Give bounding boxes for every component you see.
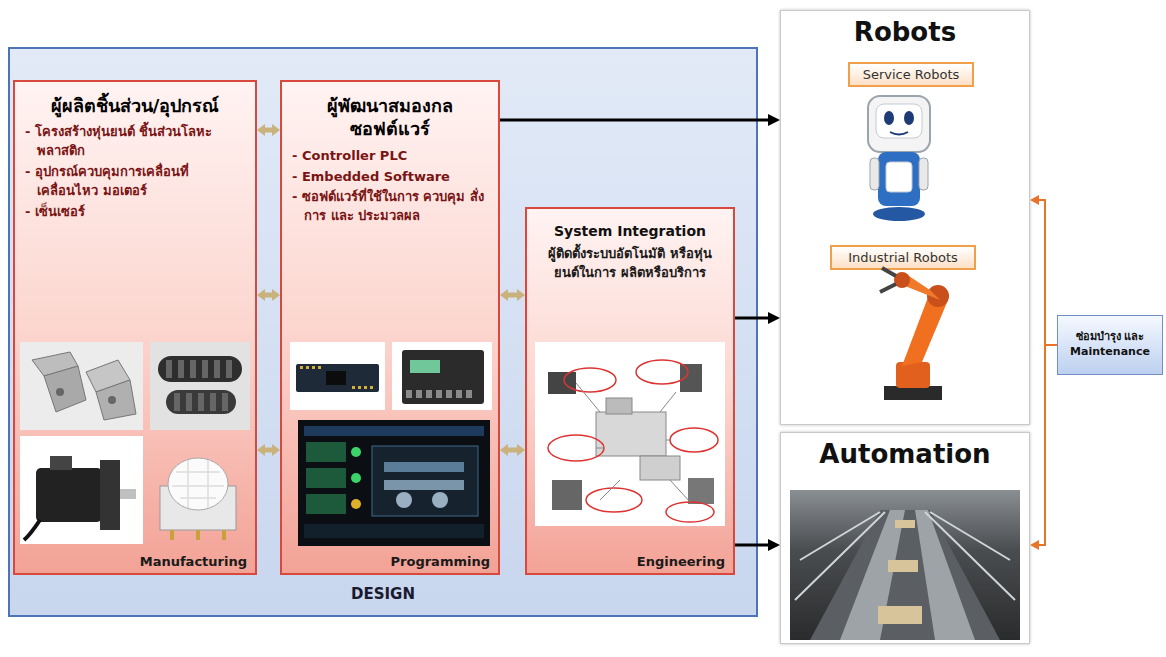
section-label: DESIGN	[10, 585, 756, 603]
stage-label: Engineering	[637, 554, 725, 569]
bullet-item: - ซอฟต์แวร์ที่ใช้ในการ ควบคุม สั่งการ แล…	[292, 188, 488, 226]
robots-box: RobotsService RobotsIndustrial Robots	[780, 10, 1030, 425]
maintenance-arrow	[1039, 200, 1057, 345]
stage-label: Programming	[391, 554, 490, 569]
bullet-item: - โครงสร้างหุ่นยนต์ ชิ้นส่วนโลหะ พลาสติก	[25, 123, 245, 161]
box-heading: ผู้พัฒนาสมองกล ซอฟต์แวร์	[292, 94, 488, 141]
service-robot-figure	[868, 96, 930, 221]
industrial-robot-arm-figure	[880, 268, 949, 400]
software-box: ผู้พัฒนาสมองกล ซอฟต์แวร์ - Controller PLC…	[280, 80, 500, 575]
bullet-item: - อุปกรณ์ควบคุมการเคลื่อนที่เคลื่อนไหว ม…	[25, 163, 245, 201]
track-parts-photo	[150, 342, 250, 430]
design-panel: DESIGN ผู้ผลิตชิ้นส่วน/อุปกรณ์ - โครงสร้าง…	[8, 47, 758, 617]
bullet-item: - เซ็นเซอร์	[25, 203, 245, 222]
link-arrow	[265, 448, 272, 453]
flow-arrow	[500, 119, 768, 122]
integration-box: System Integration ผู้ติดตั้งระบบอัตโนมัต…	[525, 207, 735, 575]
automation-box: Automation	[780, 432, 1030, 644]
box-title: Robots	[781, 11, 1029, 47]
servo-motor-photo	[20, 436, 143, 544]
box-heading: System Integration	[537, 223, 723, 239]
tag-label: Industrial Robots	[848, 250, 958, 265]
link-arrow	[265, 293, 272, 298]
component-box: ผู้ผลิตชิ้นส่วน/อุปกรณ์ - โครงสร้างหุ่นยน…	[13, 80, 257, 575]
stage-label: Manufacturing	[140, 554, 247, 569]
conveyor-line-photo	[790, 490, 1020, 640]
maintenance-box: ซ่อมบำรุง และ Maintenance	[1057, 315, 1163, 375]
microcontroller-board-photo	[290, 342, 385, 410]
link-arrow	[508, 293, 517, 298]
box-title: Automation	[781, 433, 1029, 469]
hmi-screen-photo	[298, 420, 490, 546]
automation-system-drawing	[535, 342, 725, 526]
link-arrow	[265, 128, 272, 133]
bullet-item: - Embedded Software	[292, 168, 488, 187]
gripper-parts-photo	[20, 342, 143, 430]
box-heading: ผู้ผลิตชิ้นส่วน/อุปกรณ์	[25, 94, 245, 117]
plc-module-photo	[392, 342, 492, 410]
box-label: ซ่อมบำรุง และ Maintenance	[1062, 330, 1158, 360]
flow-arrow	[735, 544, 768, 547]
tag-label: Service Robots	[863, 67, 960, 82]
category-tag: Industrial Robots	[830, 245, 976, 270]
box-body: ผู้ติดตั้งระบบอัตโนมัติ หรือหุ่นยนต์ในกา…	[537, 245, 723, 283]
bullet-item: - Controller PLC	[292, 147, 488, 166]
link-arrow	[508, 448, 517, 453]
category-tag: Service Robots	[848, 62, 974, 87]
flow-arrow	[735, 317, 768, 320]
maintenance-arrow	[1039, 345, 1057, 545]
pir-sensor-photo	[160, 458, 236, 540]
